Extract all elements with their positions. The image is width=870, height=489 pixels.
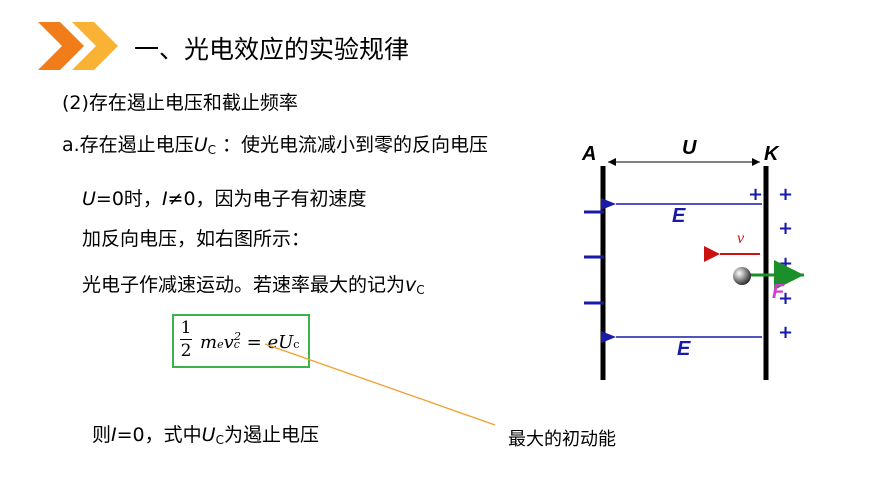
velocity-label: v [737,230,745,247]
plus-sign: + [748,184,763,205]
capacitor-diagram: A U K E E + + + + + + v F [581,137,804,380]
label-a: A [581,143,596,165]
line-3: 光电子作减速运动。若速率最大的记为vC [82,274,425,297]
page-title: 一、光电效应的实验规律 [134,35,410,64]
line-2: 加反向电压，如右图所示： [82,228,311,250]
line-1: U=0时，I≠0，因为电子有初速度 [82,188,367,210]
label-k: K [764,143,780,165]
formula-expression: mevc2 = eUc [200,330,300,353]
plus-sign: + [778,253,793,274]
plus-sign: + [778,218,793,239]
point-a: a.存在遏止电压UC ：使光电流减小到零的反向电压 [62,134,489,157]
chevron-logo-icon [38,22,118,70]
field-label-bottom: E [677,338,691,360]
plus-sign: + [778,184,793,205]
annotation-text: 最大的初动能 [508,429,616,450]
force-label: F [772,281,785,303]
plus-sign: + [778,322,793,343]
conclusion: 则I=0，式中UC为遏止电压 [92,424,319,447]
plus-sign: + [778,288,793,309]
field-label-top: E [672,205,686,227]
electron-icon [733,267,751,285]
label-u: U [682,137,697,159]
subtitle: (2)存在遏止电压和截止频率 [62,92,298,114]
